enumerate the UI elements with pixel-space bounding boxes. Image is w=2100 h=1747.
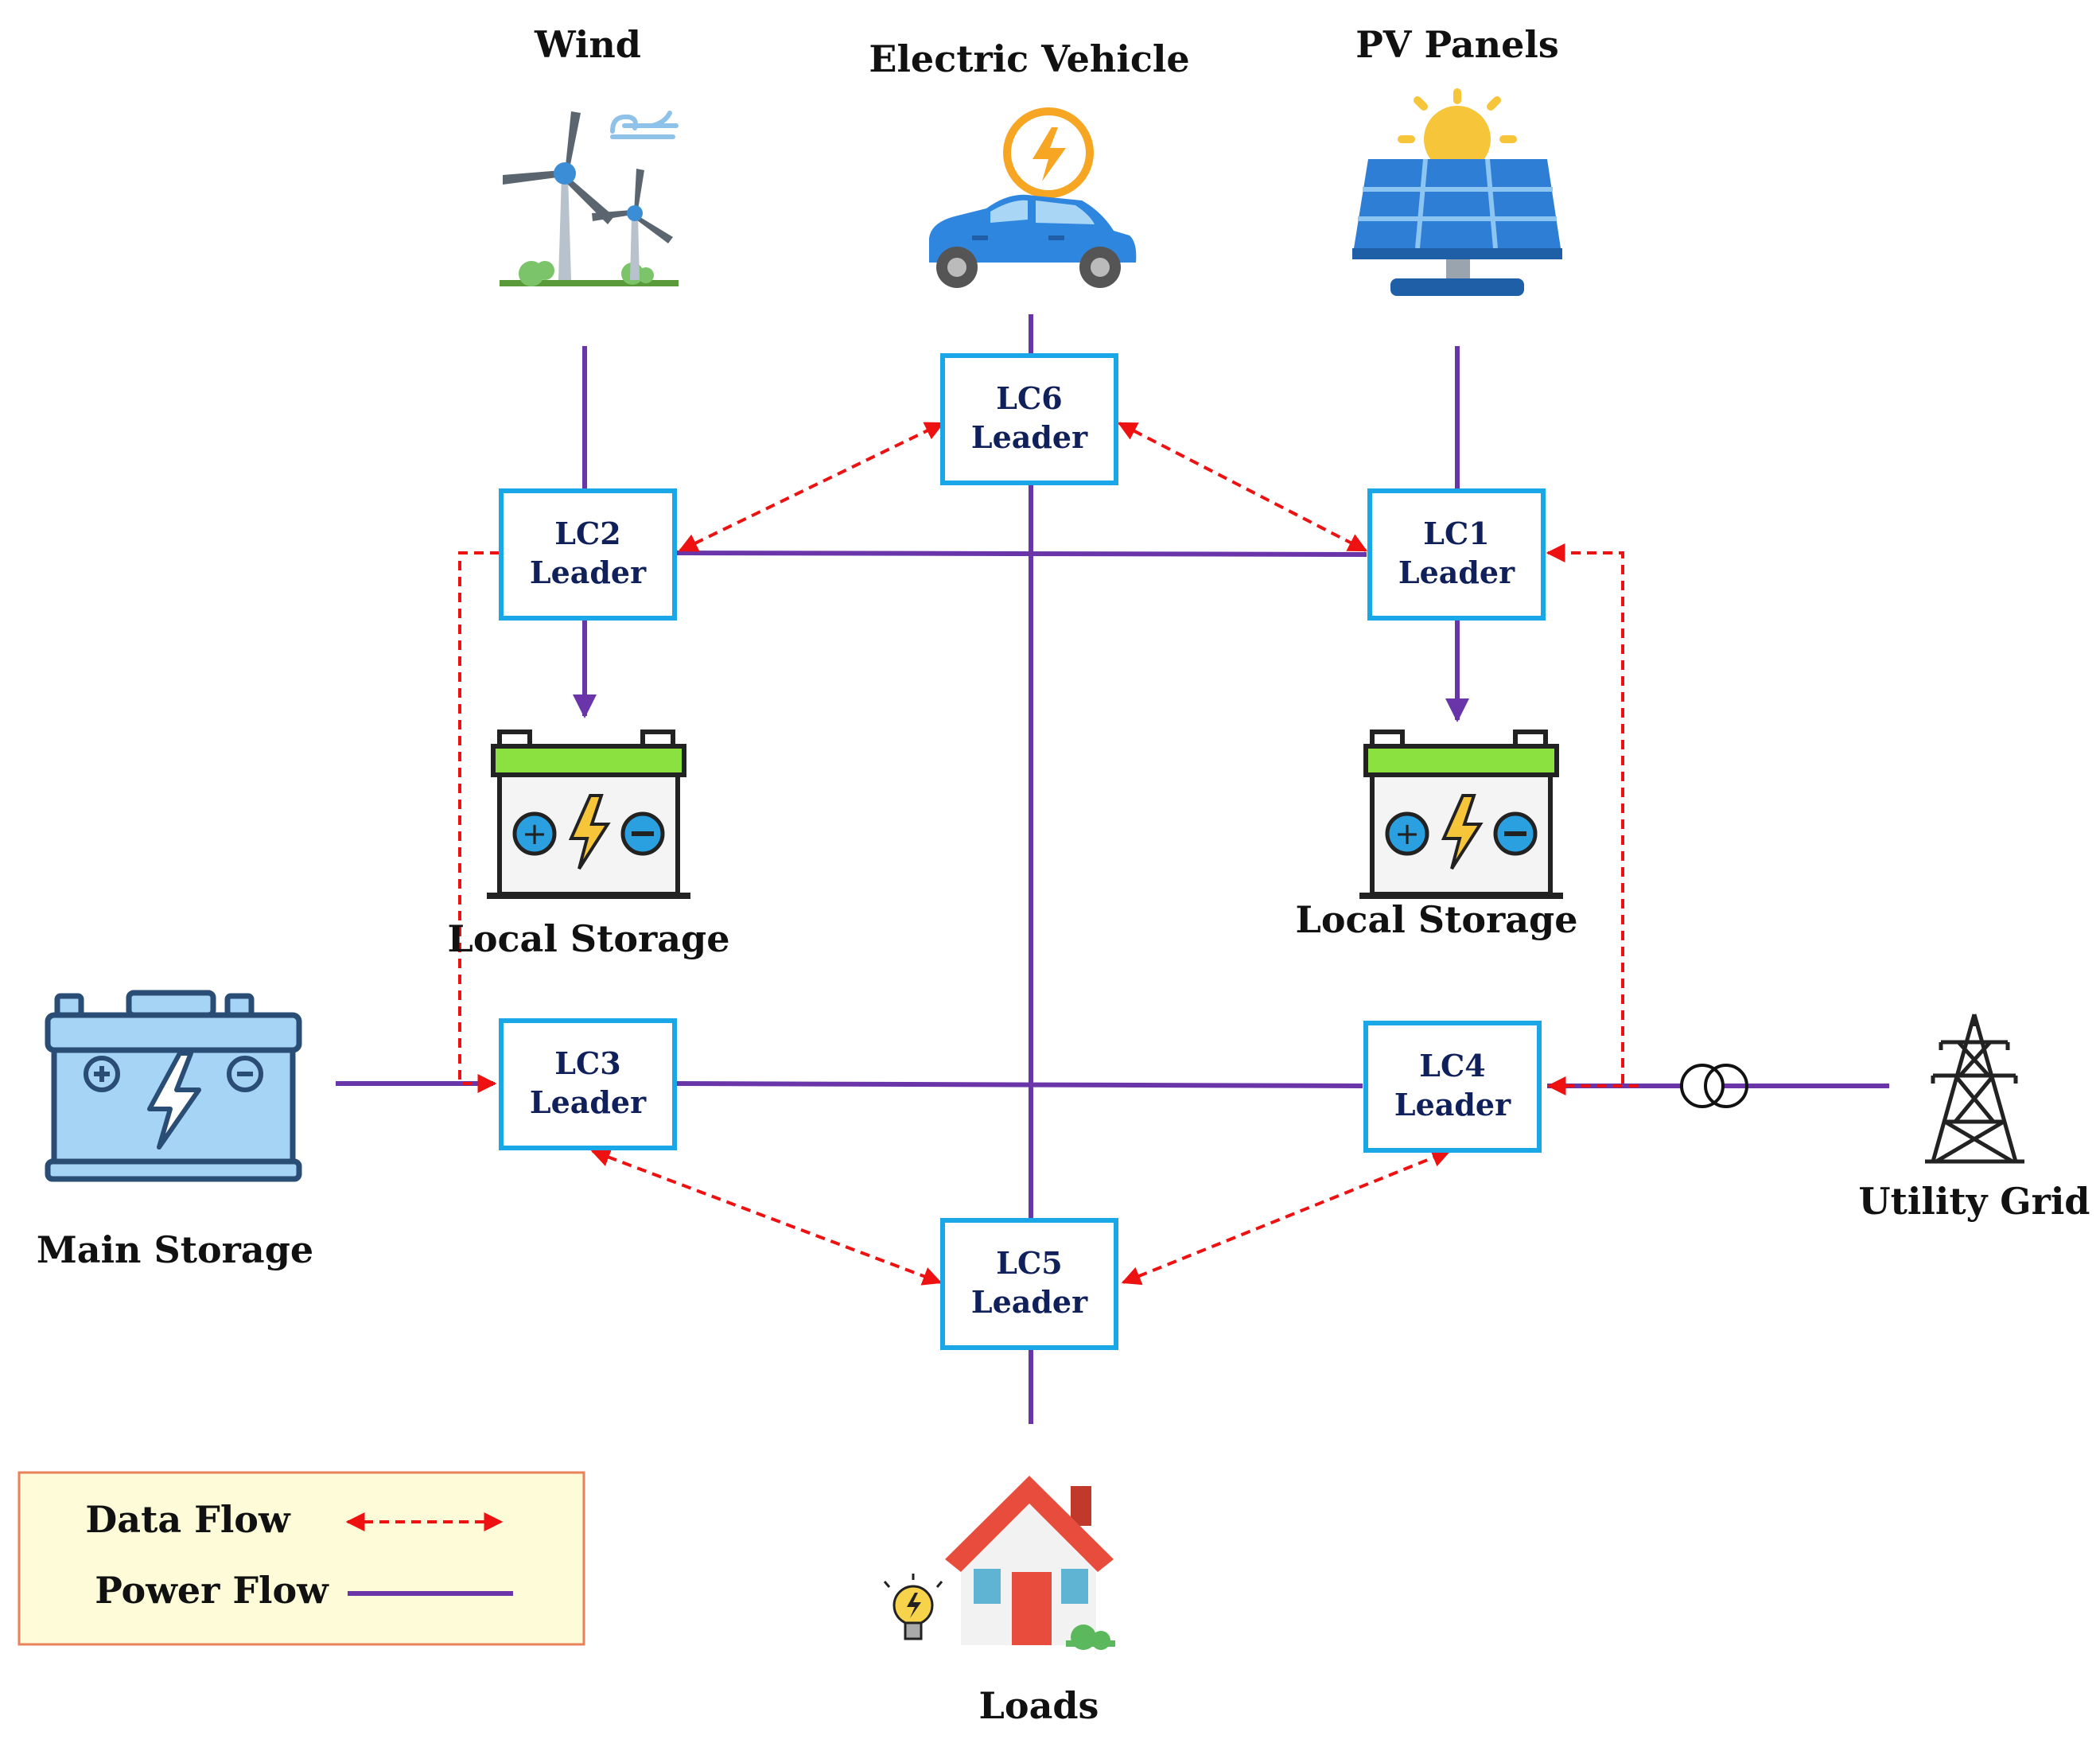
lc6-controller: LC6 Leader	[940, 353, 1118, 485]
battery-icon	[45, 990, 302, 1182]
light-bulb-icon	[883, 1574, 943, 1640]
lc6-role: Leader	[971, 419, 1088, 455]
battery-icon: +	[487, 730, 690, 899]
utility-grid-label: Utility Grid	[1859, 1180, 2090, 1223]
power-line-lc2-lc1	[674, 551, 1367, 557]
wind-turbine-icon	[500, 111, 679, 286]
lc1-controller: LC1 Leader	[1367, 488, 1546, 621]
lc4-name: LC4	[1419, 1048, 1485, 1084]
data-line-grid-to-lc1	[1546, 543, 1624, 1084]
house-icon	[945, 1476, 1115, 1650]
transformer-icon	[1680, 1064, 1748, 1108]
lc2-role: Leader	[530, 554, 647, 590]
lc5-role: Leader	[971, 1284, 1088, 1320]
lc5-name: LC5	[996, 1245, 1062, 1281]
lc1-name: LC1	[1423, 516, 1489, 551]
transmission-tower-icon	[1925, 1014, 2024, 1164]
legend-data-flow-label: Data Flow	[85, 1498, 291, 1541]
pv-panels-label: PV Panels	[1355, 23, 1559, 66]
data-line-lc5-lc4	[1121, 1148, 1452, 1286]
legend-power-flow-label: Power Flow	[95, 1569, 329, 1612]
legend: Data Flow Power Flow	[18, 1471, 585, 1646]
lc5-controller: LC5 Leader	[940, 1218, 1118, 1350]
svg-text:+: +	[1394, 816, 1420, 851]
lc4-role: Leader	[1394, 1087, 1511, 1123]
wind-label: Wind	[534, 23, 641, 66]
data-line-lc6-lc1	[1117, 422, 1368, 552]
data-line-lc3-lc5	[590, 1148, 943, 1286]
power-line-lc3-lc4	[674, 1081, 1363, 1088]
data-line-lc2-lc3	[458, 551, 500, 1093]
lc4-controller: LC4 Leader	[1363, 1021, 1542, 1153]
lc3-name: LC3	[554, 1045, 620, 1081]
lc2-controller: LC2 Leader	[499, 488, 677, 621]
local-storage-right-label: Local Storage	[1296, 898, 1578, 941]
lc3-role: Leader	[530, 1084, 647, 1120]
lc2-name: LC2	[554, 516, 620, 551]
solar-panel-icon	[1352, 88, 1562, 296]
lc3-controller: LC3 Leader	[499, 1018, 677, 1150]
electric-car-icon	[929, 107, 1137, 288]
main-storage-label: Main Storage	[37, 1228, 313, 1271]
electric-vehicle-label: Electric Vehicle	[869, 37, 1189, 80]
loads-label: Loads	[979, 1684, 1099, 1727]
data-lines	[458, 422, 1639, 1286]
battery-icon: +	[1359, 730, 1563, 899]
lc1-role: Leader	[1398, 554, 1515, 590]
data-line-lc2-lc6	[678, 422, 945, 552]
local-storage-left-label: Local Storage	[448, 917, 730, 960]
lc6-name: LC6	[996, 380, 1062, 416]
svg-text:+: +	[522, 816, 547, 851]
